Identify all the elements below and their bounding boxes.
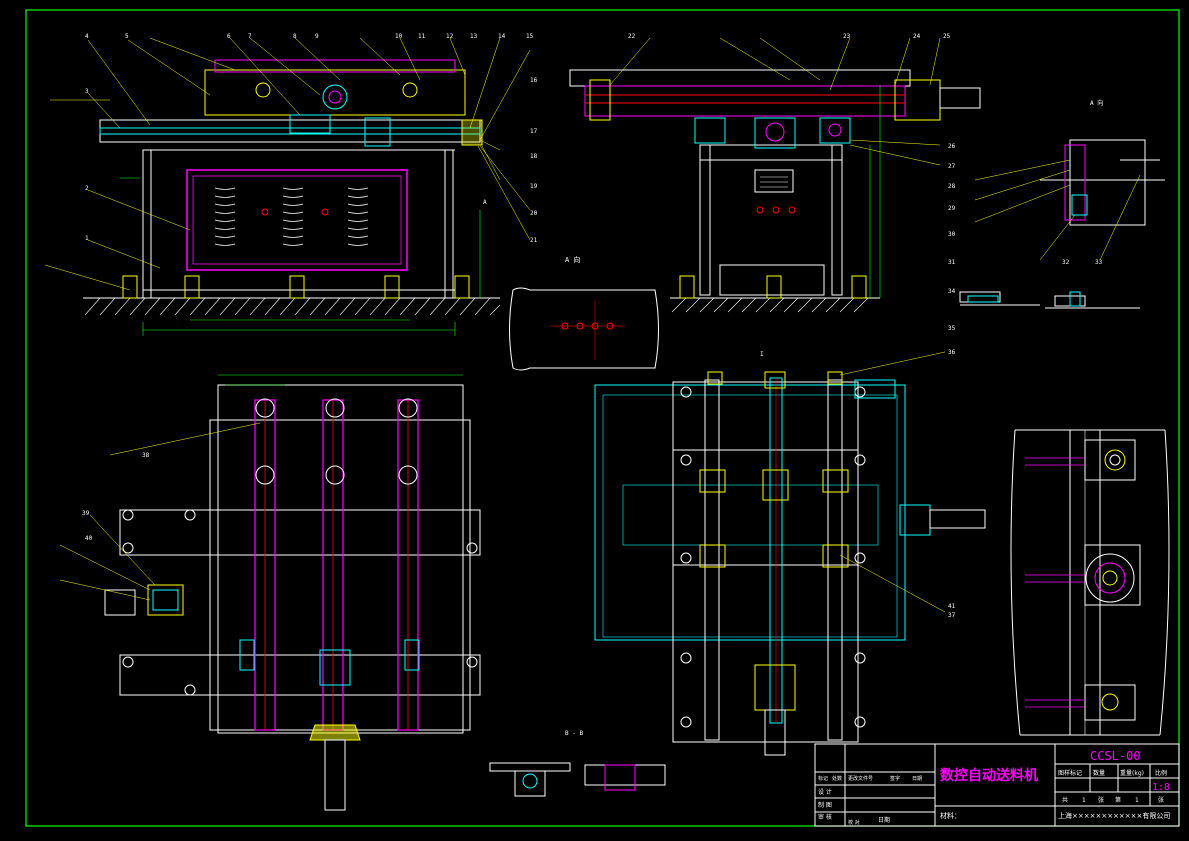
part-number-17: 17	[530, 128, 538, 135]
part-number-21: 21	[530, 237, 538, 244]
rev-mark: 标记	[818, 775, 828, 782]
date-label: 日期	[878, 816, 890, 824]
part-number-10: 10	[395, 33, 403, 40]
front-elevation-view: 4 5 6 7 8 9 10 11 12 13 14 15 3 2 1 16 1…	[44, 33, 636, 336]
part-number-34: 34	[948, 288, 956, 295]
part-number-12: 12	[446, 33, 454, 40]
part-number-9: 9	[315, 33, 319, 40]
view-a-label: A 向	[565, 255, 580, 264]
section-i-label: I	[760, 351, 764, 358]
header-weight: 重量(kg)	[1120, 769, 1144, 777]
side-elevation-view: 23 24 25 26 27 28 29 30	[569, 33, 981, 313]
company-name: 上海××××××××××××有限公司	[1058, 811, 1170, 820]
scale-value: 1:8	[1152, 782, 1170, 793]
part-number-24: 24	[913, 33, 921, 40]
rev-sign: 签字	[890, 775, 900, 782]
section-bb-label: B - B	[565, 730, 583, 737]
part-number-31: 31	[948, 259, 956, 266]
part-number-41: 41	[948, 603, 956, 610]
part-number-3: 3	[85, 88, 89, 95]
sheet-total-unit: 张	[1098, 796, 1104, 804]
sheet-total-label: 共	[1062, 796, 1068, 804]
part-number-25: 25	[943, 33, 951, 40]
part-number-22: 22	[628, 33, 636, 40]
part-number-35: 35	[948, 325, 956, 332]
part-number-36: 36	[948, 349, 956, 356]
part-number-2: 2	[85, 185, 89, 192]
detail-views-right: A 向 31 32 33 34 35	[948, 99, 1165, 332]
view-detail-label: A 向	[1090, 99, 1103, 107]
bottom-right-detail	[1010, 429, 1170, 736]
sheet-index: 1	[1135, 797, 1139, 804]
sign-check: 校 对	[848, 819, 860, 826]
part-number-15: 15	[526, 33, 534, 40]
part-number-1: 1	[85, 235, 89, 242]
part-number-8: 8	[293, 33, 297, 40]
part-number-14: 14	[498, 33, 506, 40]
part-number-6: 6	[227, 33, 231, 40]
part-number-20: 20	[530, 210, 538, 217]
rev-count: 处数	[832, 775, 842, 782]
part-number-29: 29	[948, 205, 956, 212]
drawing-number: CCSL-00	[1090, 749, 1141, 763]
material-label: 材料：	[940, 811, 961, 820]
part-number-23: 23	[843, 33, 851, 40]
plan-view-left: 38 39 40	[59, 374, 481, 811]
header-pattern-mark: 图样标记	[1058, 769, 1082, 777]
sign-draw: 制 图	[818, 801, 832, 809]
rev-date: 日期	[912, 776, 922, 782]
part-number-19: 19	[530, 183, 538, 190]
view-a-detail: A 向	[509, 255, 659, 371]
part-number-4: 4	[85, 33, 89, 40]
plan-view-center: 36 37 41 I	[594, 349, 986, 756]
part-number-5: 5	[125, 33, 129, 40]
part-number-37: 37	[948, 612, 956, 619]
part-number-38: 38	[142, 452, 150, 459]
header-scale: 比例	[1155, 769, 1167, 777]
view-a-marker: A	[483, 199, 487, 206]
part-number-33: 33	[1095, 259, 1103, 266]
part-number-26: 26	[948, 143, 956, 150]
part-number-11: 11	[418, 33, 426, 40]
part-number-40: 40	[85, 535, 93, 542]
drawing-title: 数控自动送料机	[940, 767, 1038, 784]
sheet-total: 1	[1082, 797, 1086, 804]
part-number-27: 27	[948, 163, 956, 170]
part-number-7: 7	[248, 33, 252, 40]
sign-review: 审 核	[818, 813, 832, 821]
section-bb-view: B - B	[489, 730, 666, 797]
rev-doc: 更改文件号	[848, 775, 873, 782]
sheet-index-label: 第	[1115, 796, 1121, 804]
part-number-18: 18	[530, 153, 538, 160]
part-number-28: 28	[948, 183, 956, 190]
drawing-frame	[25, 9, 1180, 827]
part-number-39: 39	[82, 510, 90, 517]
sign-design: 设 计	[818, 788, 832, 796]
part-number-32: 32	[1062, 259, 1070, 266]
sheet-index-unit: 张	[1158, 796, 1164, 804]
part-number-16: 16	[530, 77, 538, 84]
title-block: 数控自动送料机 CCSL-00 图样标记 数量 重量(kg) 比例 1:8 共 …	[814, 743, 1180, 827]
part-number-30: 30	[948, 231, 956, 238]
part-number-13: 13	[470, 33, 478, 40]
header-quantity: 数量	[1093, 769, 1105, 777]
